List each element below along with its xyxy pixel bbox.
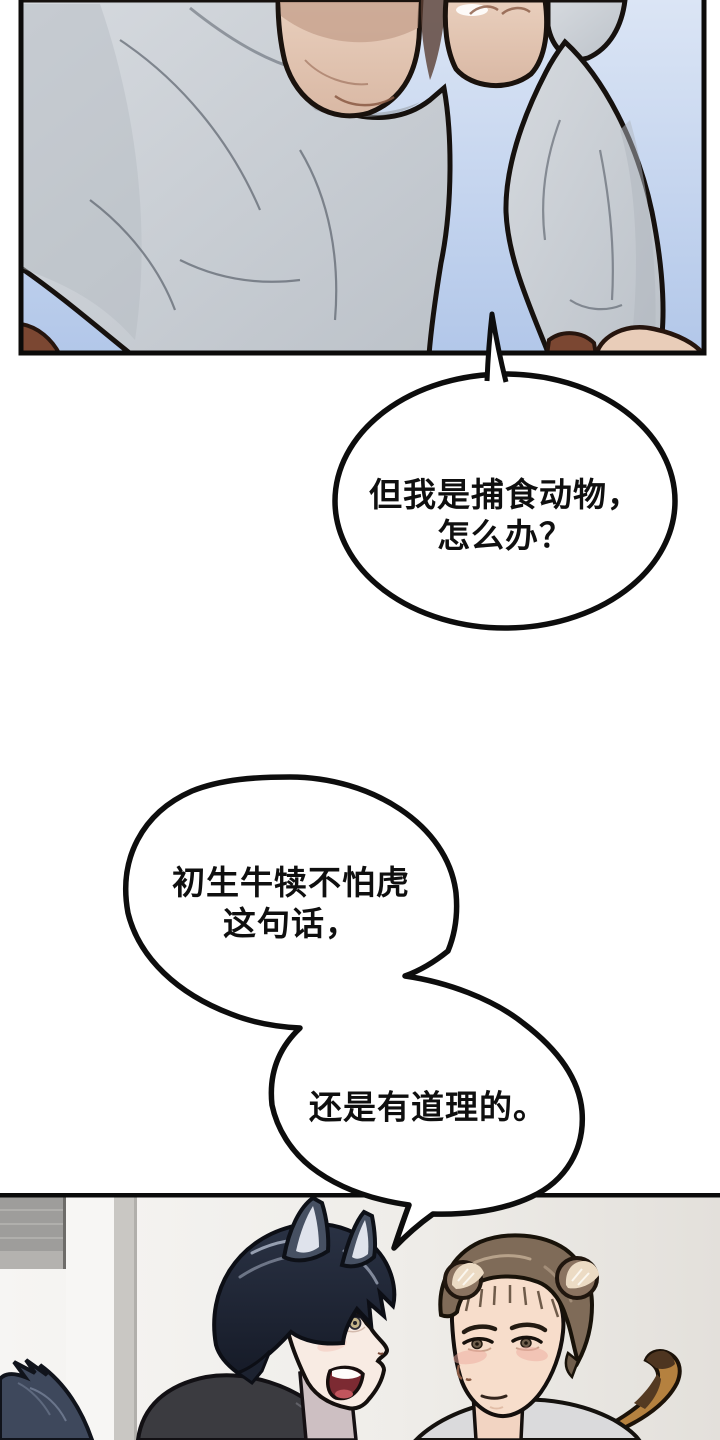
mouth: [480, 1394, 508, 1400]
sweater-man-neck: [275, 0, 446, 119]
tiger-ear-right: [555, 1256, 599, 1300]
bubble-2-line-2: 这句话，: [223, 904, 359, 943]
tiger-ear-left: [443, 1260, 484, 1300]
hand-bottom-right: [593, 325, 704, 355]
chin-crease: [489, 1406, 504, 1410]
top-panel: [18, 0, 707, 356]
wolf-tail: [0, 1358, 95, 1440]
bottom-panel: [0, 1193, 720, 1440]
open-mouth: [326, 1365, 365, 1401]
bubble-3-line-1: 还是有道理的。: [309, 1087, 547, 1127]
door-frame-edge: [134, 1193, 137, 1440]
door-frame: [114, 1193, 134, 1440]
bubble-3-text: 还是有道理的。: [309, 1087, 547, 1128]
bubble-1-line-1: 但我是捕食动物，: [369, 475, 641, 514]
window-blinds: [0, 1195, 66, 1269]
nostril: [377, 1352, 384, 1355]
bubble-1-line-2: 怎么办？: [437, 516, 573, 555]
bubble-2-line-1: 初生牛犊不怕虎: [172, 863, 410, 902]
bubble-1-text: 但我是捕食动物， 怎么办？: [369, 474, 641, 556]
light-shirt: [413, 1397, 642, 1440]
tiger-eared-man: [413, 1233, 682, 1440]
bubble-2-text: 初生牛犊不怕虎 这句话，: [172, 862, 410, 944]
sweater-man-forearm: [503, 38, 666, 355]
blush-right: [516, 1346, 548, 1362]
eyebrows: [461, 1322, 548, 1335]
sweater-man-fist: [442, 0, 550, 88]
nose: [456, 1364, 472, 1381]
speech-bubble-2-3-merged: [123, 774, 586, 1251]
blush-left: [453, 1349, 487, 1365]
top-panel-border: [18, 0, 707, 356]
brown-object-left: [21, 321, 63, 355]
